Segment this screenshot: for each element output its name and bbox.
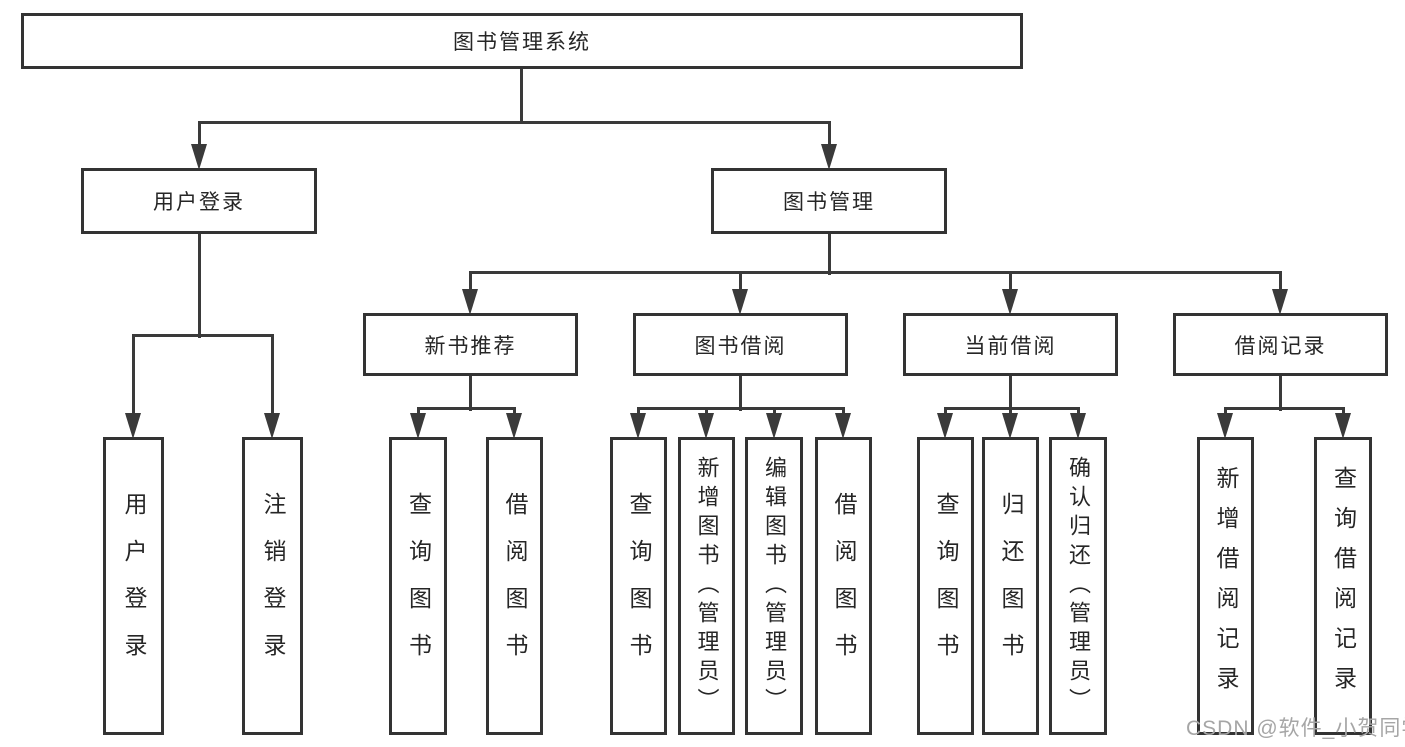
arrowhead-down-icon [630, 413, 646, 439]
node-root-library-management-system: 图书管理系统 [21, 13, 1023, 69]
leaf-label: 编辑图书（管理员） [762, 455, 787, 717]
connector-vline [417, 408, 420, 415]
connector-vline [520, 69, 523, 122]
connector-vline [1224, 408, 1227, 415]
connector-vline [773, 408, 776, 415]
arrowhead-down-icon [1002, 413, 1018, 439]
leaf-label: 查询图书 [933, 492, 959, 680]
leaf-add-book-admin: 新增图书（管理员） [678, 437, 735, 735]
connector-hline [198, 121, 831, 124]
leaf-confirm-return-admin: 确认归还（管理员） [1049, 437, 1107, 735]
leaf-add-borrow-record: 新增借阅记录 [1197, 437, 1254, 735]
connector-hline [944, 407, 1080, 410]
connector-vline [513, 408, 516, 415]
leaf-query-books-current: 查询图书 [917, 437, 974, 735]
connector-vline [637, 408, 640, 415]
leaf-label: 查询图书 [626, 492, 652, 680]
arrowhead-down-icon [937, 413, 953, 439]
leaf-query-books-recommend: 查询图书 [389, 437, 447, 735]
arrowhead-down-icon [1002, 289, 1018, 315]
arrowhead-down-icon [1070, 413, 1086, 439]
leaf-label: 借阅图书 [831, 492, 857, 680]
arrowhead-down-icon [125, 413, 141, 439]
connector-vline [705, 408, 708, 415]
leaf-user-login: 用户登录 [103, 437, 164, 735]
arrowhead-down-icon [766, 413, 782, 439]
leaf-label: 借阅图书 [502, 492, 528, 680]
node-book-management: 图书管理 [711, 168, 947, 234]
leaf-borrow-books-recommend: 借阅图书 [486, 437, 543, 735]
leaf-edit-book-admin: 编辑图书（管理员） [745, 437, 803, 735]
arrowhead-down-icon [835, 413, 851, 439]
connector-hline [417, 407, 516, 410]
arrowhead-down-icon [698, 413, 714, 439]
connector-vline [828, 234, 831, 275]
connector-vline [1009, 408, 1012, 415]
connector-vline [198, 234, 201, 338]
arrowhead-down-icon [264, 413, 280, 439]
node-new-book-recommendation: 新书推荐 [363, 313, 578, 376]
leaf-label: 查询借阅记录 [1330, 466, 1357, 706]
connector-hline [637, 407, 845, 410]
arrowhead-down-icon [410, 413, 426, 439]
node-current-borrowing: 当前借阅 [903, 313, 1118, 376]
leaf-return-book: 归还图书 [982, 437, 1039, 735]
connector-hline [1224, 407, 1345, 410]
connector-hline [469, 271, 1282, 274]
connector-vline [828, 122, 831, 146]
node-book-borrowing: 图书借阅 [633, 313, 848, 376]
connector-vline [842, 408, 845, 415]
watermark: CSDN @软件_小贺同学 [1186, 717, 1405, 740]
connector-vline [739, 272, 742, 291]
arrowhead-down-icon [191, 144, 207, 170]
leaf-label: 归还图书 [998, 492, 1024, 680]
arrowhead-down-icon [821, 144, 837, 170]
connector-vline [469, 376, 472, 411]
connector-vline [1279, 376, 1282, 411]
connector-vline [271, 335, 274, 415]
leaf-query-books-borrowing: 查询图书 [610, 437, 667, 735]
node-borrowing-records: 借阅记录 [1173, 313, 1388, 376]
arrowhead-down-icon [1272, 289, 1288, 315]
connector-vline [1342, 408, 1345, 415]
connector-vline [944, 408, 947, 415]
connector-hline [132, 334, 274, 337]
arrowhead-down-icon [462, 289, 478, 315]
arrowhead-down-icon [732, 289, 748, 315]
connector-vline [1009, 376, 1012, 411]
leaf-label: 用户登录 [121, 492, 147, 680]
connector-vline [1279, 272, 1282, 291]
connector-vline [198, 122, 201, 146]
leaf-query-borrow-record: 查询借阅记录 [1314, 437, 1372, 735]
arrowhead-down-icon [1217, 413, 1233, 439]
connector-vline [1009, 272, 1012, 291]
connector-vline [469, 272, 472, 291]
leaf-label: 新增借阅记录 [1213, 466, 1239, 706]
leaf-logout: 注销登录 [242, 437, 303, 735]
connector-vline [132, 335, 135, 415]
leaf-borrow-books-borrowing: 借阅图书 [815, 437, 872, 735]
leaf-label: 确认归还（管理员） [1066, 455, 1091, 717]
arrowhead-down-icon [1335, 413, 1351, 439]
leaf-label: 查询图书 [405, 492, 432, 680]
arrowhead-down-icon [506, 413, 522, 439]
node-user-login: 用户登录 [81, 168, 317, 234]
leaf-label: 注销登录 [260, 492, 286, 680]
leaf-label: 新增图书（管理员） [694, 455, 720, 717]
connector-vline [1077, 408, 1080, 415]
connector-vline [739, 376, 742, 411]
